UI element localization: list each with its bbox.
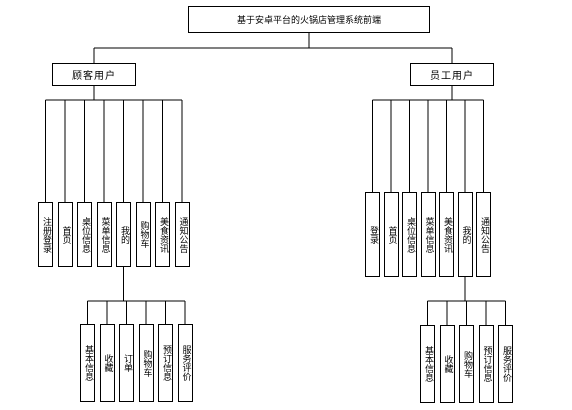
customer-my-sub-node: 服务评价 <box>177 324 193 402</box>
customer-module-node: 我的 <box>116 202 131 267</box>
staff-module-node: 美食资讯 <box>439 192 454 277</box>
staff-my-sub-node: 预订信息 <box>478 325 494 403</box>
customer-module-node: 通知公告 <box>174 202 190 267</box>
customer-my-sub-node: 购物车 <box>138 324 154 402</box>
customer-my-sub-node: 订单 <box>119 324 134 402</box>
staff-module-node: 菜单信息 <box>420 192 436 277</box>
customer-module-node: 桌位信息 <box>77 202 92 267</box>
customer-module-node: 美食资讯 <box>155 202 170 267</box>
staff-module-node: 通知公告 <box>476 192 491 277</box>
staff-my-sub-node: 服务评价 <box>498 325 513 403</box>
staff-module-node: 我的 <box>457 192 473 277</box>
customer-module-node: 购物车 <box>135 202 151 267</box>
staff-module-node: 首页 <box>383 192 399 277</box>
customer-my-sub-node: 预订信息 <box>158 324 173 402</box>
staff-my-sub-node: 购物车 <box>459 325 474 403</box>
staff-my-sub-node: 基本信息 <box>420 325 435 403</box>
customer-group-node: 顾客用户 <box>52 63 136 86</box>
staff-group-node: 员工用户 <box>410 63 494 86</box>
customer-my-sub-node: 收藏 <box>99 324 115 402</box>
customer-module-node: 注册登录 <box>38 202 53 267</box>
customer-my-sub-node: 基本信息 <box>80 324 95 402</box>
customer-module-node: 首页 <box>57 202 73 267</box>
staff-module-node: 登录 <box>365 192 380 277</box>
staff-module-node: 桌位信息 <box>402 192 417 277</box>
customer-module-node: 菜单信息 <box>96 202 112 267</box>
system-root-node: 基于安卓平台的火锅店管理系统前端 <box>188 6 430 33</box>
staff-my-sub-node: 收藏 <box>439 325 455 403</box>
